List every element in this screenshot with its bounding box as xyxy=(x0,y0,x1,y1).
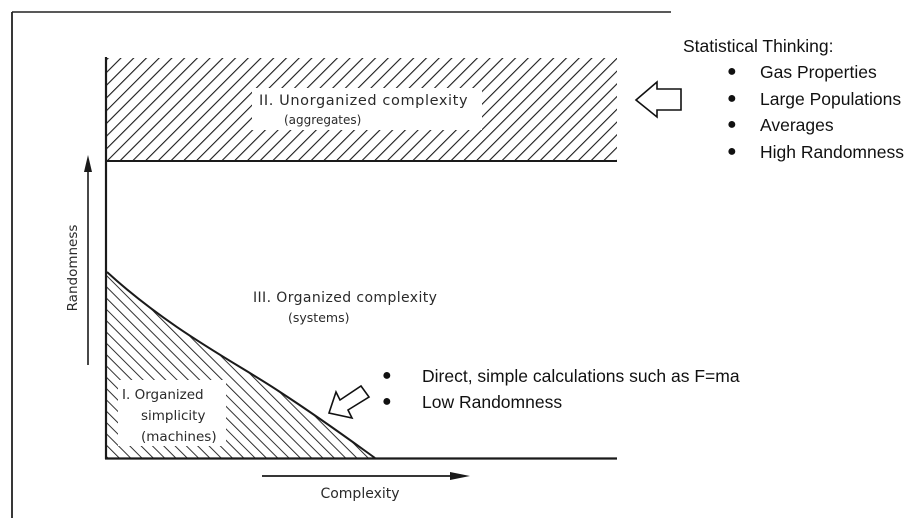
region-i-line-2: simplicity xyxy=(141,408,205,424)
simple-calculation-list: ● Direct, simple calculations such as F=m… xyxy=(382,363,740,415)
region-ii-subtitle: (aggregates) xyxy=(284,113,361,127)
bullet-icon: ● xyxy=(727,89,737,107)
arrow-left-outline-icon xyxy=(634,80,682,119)
list-item-text: Averages xyxy=(760,115,834,135)
list-item: ● High Randomness xyxy=(683,139,904,166)
arrow-right-head-icon xyxy=(450,472,470,480)
statistical-thinking-note: Statistical Thinking: ● Gas Properties ● L… xyxy=(683,33,904,165)
list-item-text: High Randomness xyxy=(760,141,904,162)
list-item-text: Gas Properties xyxy=(760,62,877,82)
list-item-text: Low Randomness xyxy=(422,392,563,412)
region-organized-complexity: III. Organized complexity (systems) xyxy=(253,290,437,325)
bullet-icon: ● xyxy=(382,367,392,384)
simple-calculation-note: ● Direct, simple calculations such as F=m… xyxy=(382,363,740,415)
region-ii-label-box xyxy=(252,88,482,130)
bullet-icon: ● xyxy=(727,63,737,80)
region-ii-title: II. Unorganized complexity xyxy=(259,93,468,109)
region-i-label-box xyxy=(118,380,226,446)
list-item: ● Low Randomness xyxy=(382,389,740,415)
list-item: ● Gas Properties xyxy=(683,59,904,86)
y-axis-label: Randomness xyxy=(65,225,81,312)
region-i-line-1: I. Organized xyxy=(122,387,204,403)
bullet-icon: ● xyxy=(727,142,737,160)
statistical-thinking-list: ● Gas Properties ● Large Populations ● Aver… xyxy=(683,59,904,165)
region-i-line-3: (machines) xyxy=(141,429,217,445)
list-item: ● Large Populations xyxy=(683,86,904,113)
list-item: ● Direct, simple calculations such as F=m… xyxy=(382,363,740,389)
region-iii-title: III. Organized complexity xyxy=(253,290,437,306)
bullet-icon: ● xyxy=(727,116,737,133)
list-item-text: Large Populations xyxy=(760,88,902,109)
randomness-arrow xyxy=(84,155,92,365)
region-unorganized-complexity: II. Unorganized complexity (aggregates) xyxy=(106,58,617,162)
list-item: ● Averages xyxy=(683,112,904,139)
complexity-arrow xyxy=(262,472,470,480)
simplicity-boundary-curve xyxy=(106,271,376,459)
x-axis-label: Complexity xyxy=(320,486,399,502)
statistical-thinking-title: Statistical Thinking: xyxy=(683,36,834,56)
region-iii-subtitle: (systems) xyxy=(288,310,349,325)
list-item-text: Direct, simple calculations such as F=ma xyxy=(422,366,740,386)
bullet-icon: ● xyxy=(382,393,392,410)
arrow-down-left-outline-icon xyxy=(327,384,371,420)
region-organized-simplicity: I. Organized simplicity (machines) xyxy=(106,271,376,459)
arrow-up-head-icon xyxy=(84,155,92,172)
